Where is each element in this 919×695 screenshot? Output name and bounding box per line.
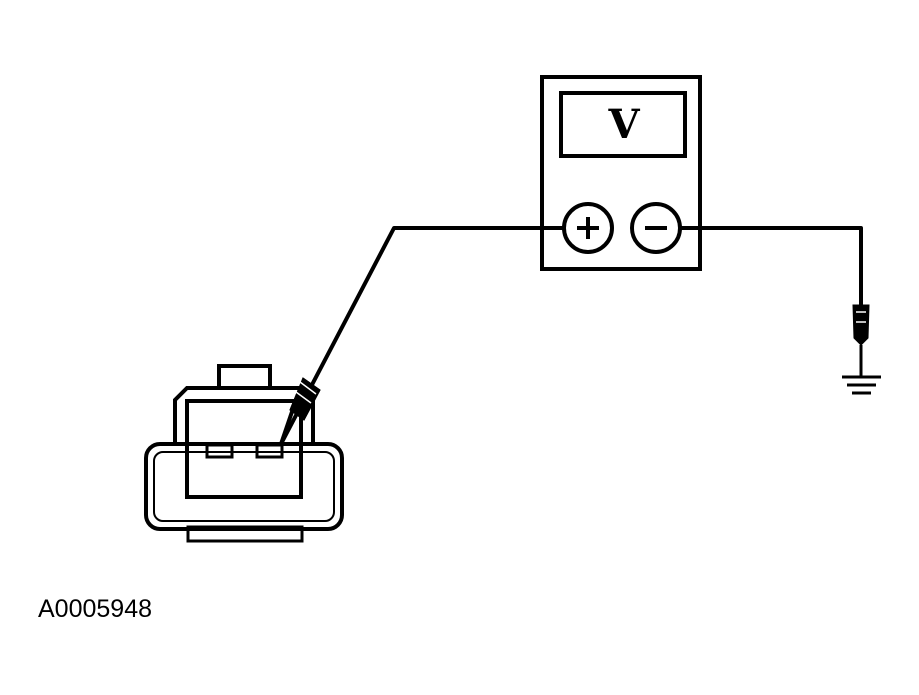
connector-latch bbox=[217, 364, 272, 390]
ground-symbol-icon bbox=[842, 375, 881, 395]
voltmeter: V + − bbox=[540, 75, 702, 271]
positive-test-lead-tip bbox=[279, 377, 321, 445]
voltmeter-display-symbol: V bbox=[607, 101, 640, 148]
connector-terminal-2 bbox=[255, 443, 284, 459]
connector-outer-shell-inner-edge bbox=[153, 451, 335, 522]
connector-cavity bbox=[185, 399, 303, 499]
positive-test-lead bbox=[279, 226, 564, 445]
connector-outer-shell bbox=[144, 442, 344, 531]
negative-test-lead bbox=[680, 226, 881, 395]
figure-id: A0005948 bbox=[38, 595, 152, 623]
voltmeter-display bbox=[559, 91, 687, 158]
electrical-connector bbox=[144, 364, 344, 543]
voltmeter-body bbox=[540, 75, 702, 271]
connector-bottom-tab bbox=[186, 525, 304, 543]
connector-terminal-1 bbox=[205, 443, 234, 459]
ground-probe-clip-icon bbox=[852, 304, 870, 346]
